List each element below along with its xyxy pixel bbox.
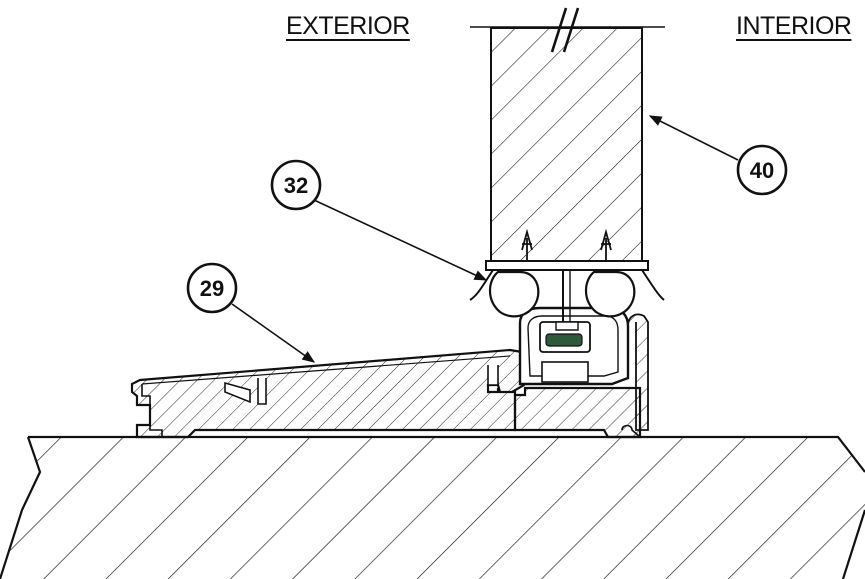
callout-29: 29 <box>186 262 316 363</box>
interior-label: INTERIOR <box>736 12 852 40</box>
door-bottom-seal <box>469 228 665 331</box>
threshold-profile <box>130 348 526 439</box>
callout-32-number: 32 <box>284 173 308 198</box>
callout-40-number: 40 <box>750 158 774 183</box>
floor-substrate <box>0 435 865 579</box>
callout-29-number: 29 <box>200 276 224 301</box>
door-leaf <box>470 7 665 262</box>
callout-32: 32 <box>270 159 488 281</box>
exterior-label: EXTERIOR <box>286 12 410 40</box>
callout-40: 40 <box>648 115 788 196</box>
sill-base <box>513 306 649 439</box>
